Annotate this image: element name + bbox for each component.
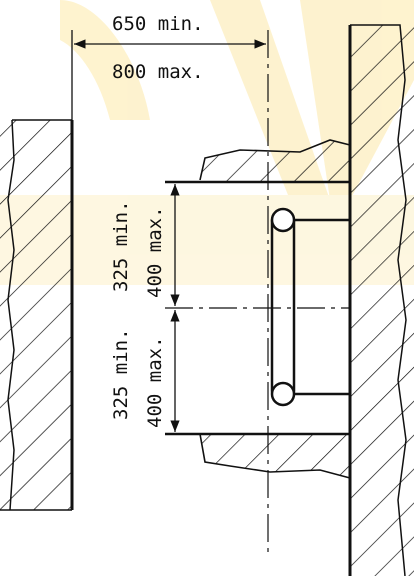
grab-bar xyxy=(270,207,350,407)
upper-ledge xyxy=(165,139,351,184)
lower-dimension-min-label: 325 min. xyxy=(110,328,132,420)
top-dimension: 650 min. 800 max. xyxy=(71,13,266,120)
center-lines xyxy=(165,30,350,555)
top-dimension-min-label: 650 min. xyxy=(112,13,204,35)
upper-dimension: 325 min. 400 max. xyxy=(110,200,166,298)
top-dimension-max-label: 800 max. xyxy=(112,61,204,83)
upper-dimension-max-label: 400 max. xyxy=(144,206,166,298)
left-wall xyxy=(0,119,74,511)
lower-dimension-max-label: 400 max. xyxy=(144,336,166,428)
right-wall xyxy=(348,24,414,576)
lower-dimension: 325 min. 400 max. xyxy=(110,328,166,428)
upper-dimension-min-label: 325 min. xyxy=(110,200,132,292)
lower-ledge xyxy=(165,432,351,479)
